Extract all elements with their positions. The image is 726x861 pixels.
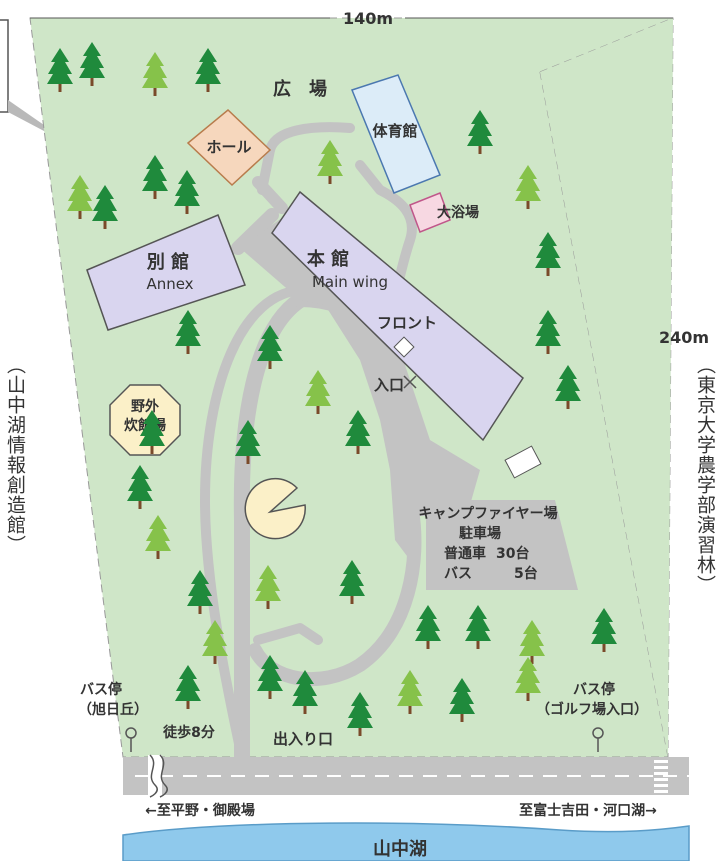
bus-stop-left-label: バス停 — [80, 681, 122, 698]
gate-label: 出入り口 — [273, 730, 333, 748]
bbq-area — [109, 384, 181, 456]
tree — [467, 110, 493, 154]
parking-label: 駐車場 — [459, 525, 501, 542]
front-desk-marker — [393, 336, 415, 358]
tree — [174, 170, 200, 214]
road-break — [148, 755, 162, 797]
tree — [175, 310, 201, 354]
left-neighbor-label: （山中湖情報創造館） — [4, 355, 26, 555]
tree — [139, 410, 165, 454]
tree — [317, 140, 343, 184]
driveway — [240, 212, 480, 560]
tree — [195, 48, 221, 92]
tree — [591, 608, 617, 652]
direction-right: 至富士吉田・河口湖→ — [519, 802, 657, 819]
bus-label: バス — [444, 566, 472, 582]
east-strip — [540, 18, 673, 757]
main-label-en: Main wing — [312, 273, 388, 291]
tree — [257, 655, 283, 699]
right-neighbor-label: （東京大学農学部演習林） — [694, 355, 716, 595]
plaza-label: 広 場 — [273, 78, 327, 100]
cars-count: 30台 — [496, 545, 529, 562]
tree — [175, 665, 201, 709]
trees — [47, 42, 617, 736]
tree — [92, 185, 118, 229]
tree — [339, 560, 365, 604]
tree — [449, 678, 475, 722]
tree — [515, 165, 541, 209]
hall-label: ホール — [206, 138, 251, 156]
campfire-label: キャンプファイヤー場 — [418, 505, 557, 522]
tree — [47, 48, 73, 92]
annex-label-en: Annex — [146, 275, 193, 293]
bus-stop-left-name: （旭日丘） — [78, 701, 148, 718]
lake — [122, 822, 690, 861]
tree — [535, 310, 561, 354]
front-desk-label: フロント — [377, 314, 437, 332]
tree — [187, 570, 213, 614]
bbq-label-1: 野外 — [131, 398, 159, 415]
callout-box — [0, 19, 9, 113]
gym-building — [351, 74, 441, 194]
annex-building — [86, 214, 246, 331]
tree — [127, 465, 153, 509]
bus-stop-right-name: （ゴルフ場入口） — [536, 701, 648, 718]
tree — [345, 410, 371, 454]
tree — [257, 325, 283, 369]
tree — [142, 52, 168, 96]
bus-count: 5台 — [514, 565, 538, 582]
tree — [515, 657, 541, 701]
parking-lot — [430, 500, 578, 590]
main-label-jp: 本 館 — [307, 248, 349, 270]
lake-label: 山中湖 — [373, 838, 427, 860]
hall-building — [186, 108, 272, 187]
annex-label-jp: 別 館 — [147, 251, 189, 273]
tree — [235, 420, 261, 464]
gym-label: 体育館 — [372, 122, 417, 140]
walk-time-label: 徒歩8分 — [162, 724, 215, 741]
tree — [535, 232, 561, 276]
tree — [255, 565, 281, 609]
bus-stop-right-sign — [592, 727, 604, 752]
entrance-label: 入口 — [374, 376, 404, 394]
direction-left: ←至平野・御殿場 — [145, 802, 255, 819]
tree — [465, 605, 491, 649]
bus-stop-right-label: バス停 — [573, 681, 615, 698]
bus-stop-left-sign — [125, 727, 137, 752]
main-building — [271, 190, 524, 442]
tree — [415, 605, 441, 649]
tree — [145, 515, 171, 559]
width-dimension: 140m — [343, 9, 393, 28]
small-shed — [504, 445, 542, 479]
entrance-marker — [403, 375, 417, 389]
campfire-site — [244, 477, 306, 540]
tree — [305, 370, 331, 414]
tree — [79, 42, 105, 86]
tree — [347, 692, 373, 736]
tree — [67, 175, 93, 219]
tree — [142, 155, 168, 199]
tree — [555, 365, 581, 409]
tree — [397, 670, 423, 714]
tree — [292, 670, 318, 714]
crosswalk — [654, 760, 668, 793]
tree — [519, 620, 545, 664]
height-dimension: 240m — [659, 328, 709, 347]
bath-label: 大浴場 — [437, 204, 479, 221]
bath-building — [409, 192, 451, 233]
tree — [202, 620, 228, 664]
cars-label: 普通車 — [444, 545, 486, 562]
